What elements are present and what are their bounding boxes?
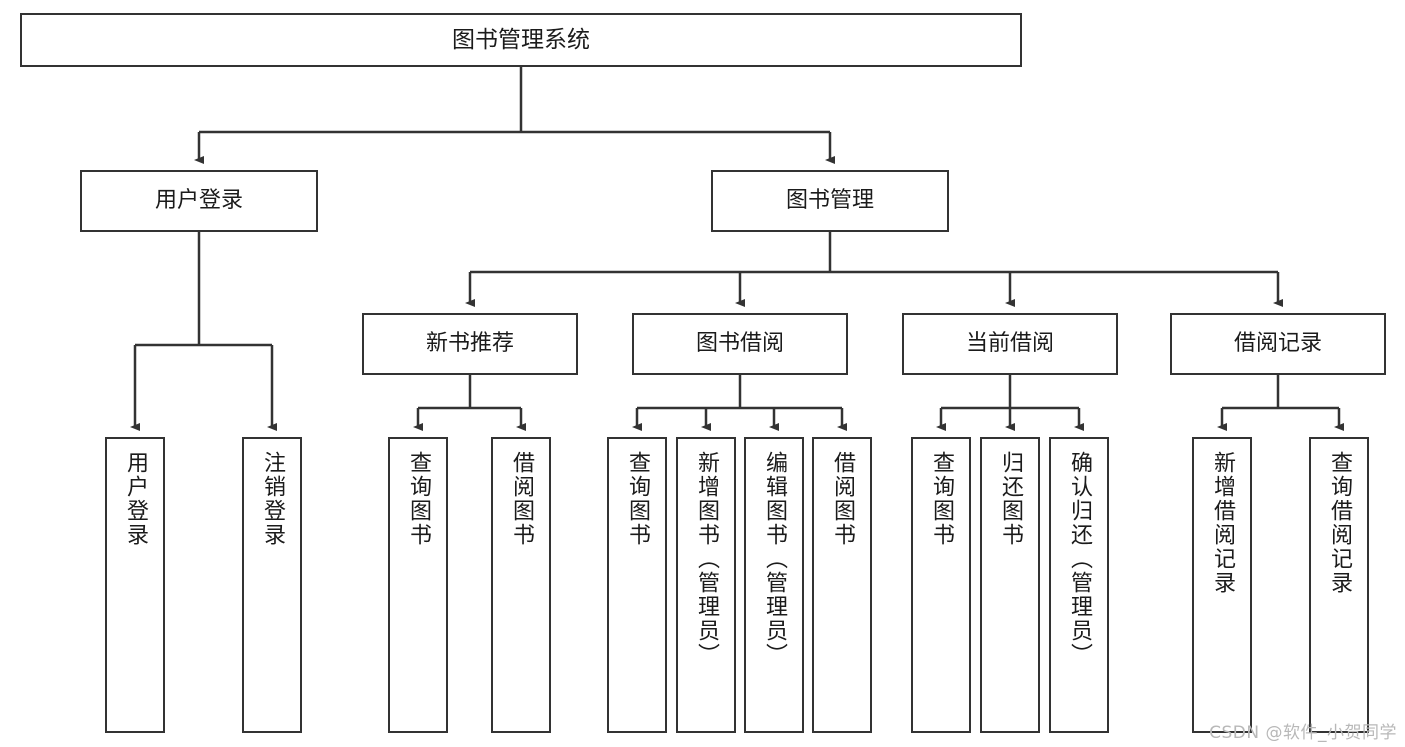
- node-leaf-edit-book[interactable]: 编辑图书（管理员）: [744, 437, 804, 733]
- node-leaf-add-book-label: 新增图书（管理员）: [694, 451, 719, 667]
- node-book-manage-label: 图书管理: [785, 188, 874, 214]
- node-book-manage[interactable]: 图书管理: [711, 170, 949, 232]
- node-leaf-query-record-label: 查询借阅记录: [1327, 451, 1352, 595]
- node-leaf-query-book-2[interactable]: 查询图书: [607, 437, 667, 733]
- node-leaf-return-book-label: 归还图书: [998, 451, 1023, 547]
- node-leaf-confirm-return-label: 确认归还（管理员）: [1067, 451, 1092, 667]
- node-root[interactable]: 图书管理系统: [20, 13, 1022, 67]
- node-new-book-recommend[interactable]: 新书推荐: [362, 313, 578, 375]
- node-leaf-query-book-1-label: 查询图书: [406, 451, 431, 547]
- node-leaf-query-book-3-label: 查询图书: [929, 451, 954, 547]
- node-user-login-label: 用户登录: [154, 188, 243, 214]
- watermark: CSDN @软件_小贺同学: [1209, 723, 1397, 743]
- node-book-borrow-label: 图书借阅: [695, 331, 784, 357]
- node-leaf-query-book-2-label: 查询图书: [625, 451, 650, 547]
- node-leaf-query-record[interactable]: 查询借阅记录: [1309, 437, 1369, 733]
- node-borrow-record[interactable]: 借阅记录: [1170, 313, 1386, 375]
- node-leaf-edit-book-label: 编辑图书（管理员）: [762, 451, 787, 667]
- node-current-borrow-label: 当前借阅: [965, 331, 1054, 357]
- node-leaf-user-logout[interactable]: 注销登录: [242, 437, 302, 733]
- node-root-label: 图书管理系统: [452, 26, 590, 53]
- node-leaf-add-book[interactable]: 新增图书（管理员）: [676, 437, 736, 733]
- node-leaf-user-login[interactable]: 用户登录: [105, 437, 165, 733]
- node-leaf-query-book-3[interactable]: 查询图书: [911, 437, 971, 733]
- node-leaf-user-logout-label: 注销登录: [260, 451, 285, 547]
- node-leaf-borrow-book-2[interactable]: 借阅图书: [812, 437, 872, 733]
- node-leaf-borrow-book-1[interactable]: 借阅图书: [491, 437, 551, 733]
- node-leaf-add-record[interactable]: 新增借阅记录: [1192, 437, 1252, 733]
- node-leaf-query-book-1[interactable]: 查询图书: [388, 437, 448, 733]
- node-new-book-recommend-label: 新书推荐: [425, 331, 514, 357]
- node-leaf-return-book[interactable]: 归还图书: [980, 437, 1040, 733]
- node-leaf-confirm-return[interactable]: 确认归还（管理员）: [1049, 437, 1109, 733]
- node-leaf-add-record-label: 新增借阅记录: [1210, 451, 1235, 595]
- node-book-borrow[interactable]: 图书借阅: [632, 313, 848, 375]
- node-borrow-record-label: 借阅记录: [1233, 331, 1322, 357]
- node-leaf-borrow-book-1-label: 借阅图书: [509, 451, 534, 547]
- node-user-login[interactable]: 用户登录: [80, 170, 318, 232]
- node-leaf-user-login-label: 用户登录: [123, 451, 148, 547]
- node-leaf-borrow-book-2-label: 借阅图书: [830, 451, 855, 547]
- node-current-borrow[interactable]: 当前借阅: [902, 313, 1118, 375]
